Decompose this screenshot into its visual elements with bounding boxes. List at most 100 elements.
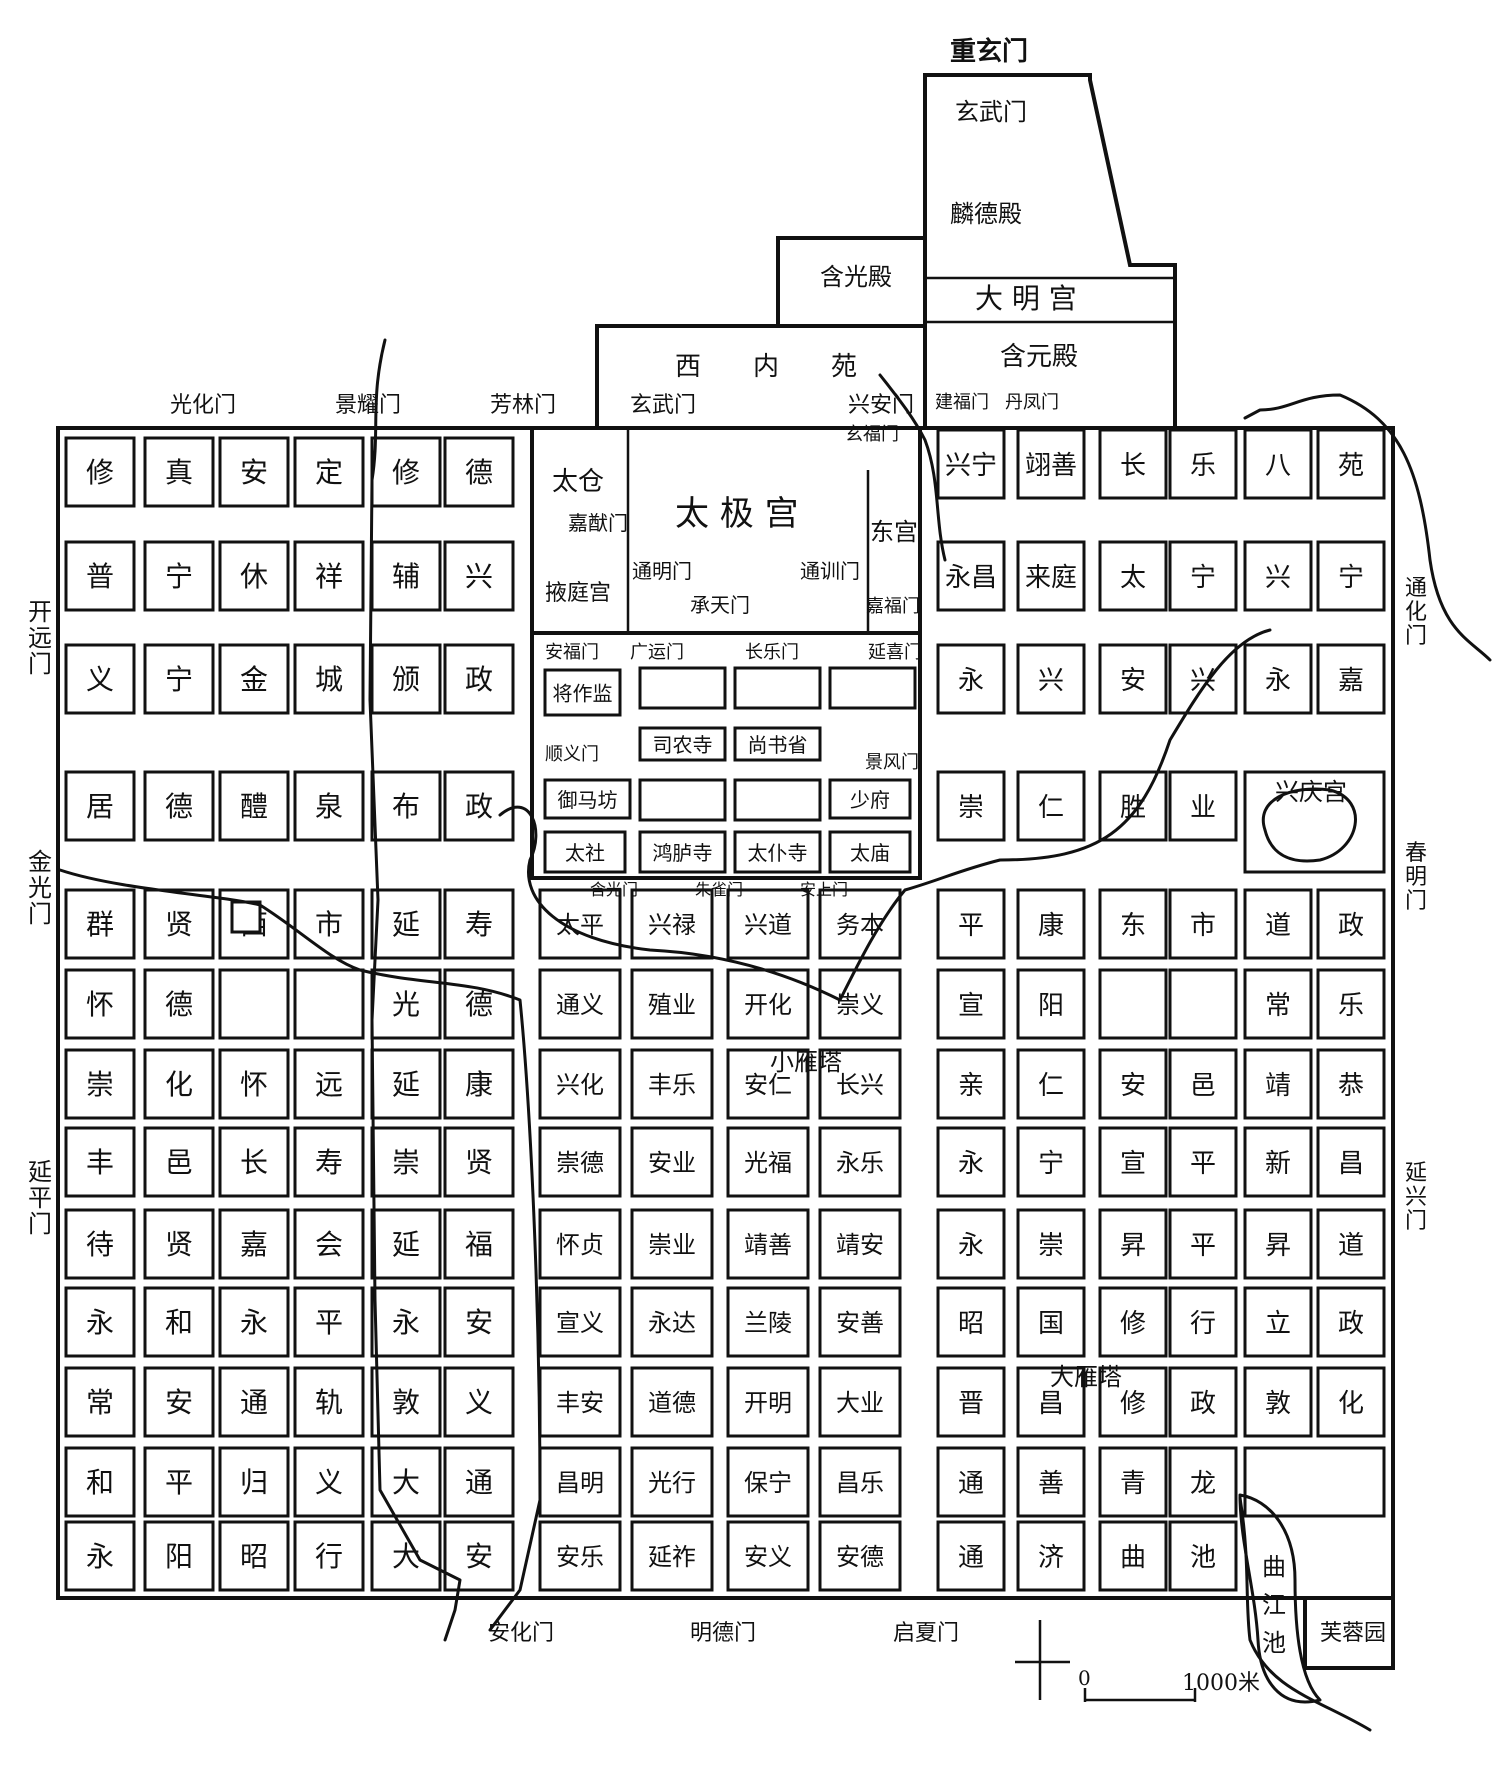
ward-rect	[1098, 888, 1168, 960]
ward-rect	[936, 1366, 1006, 1438]
ward-rect	[370, 1286, 442, 1358]
east-ward-block: 乐	[1168, 428, 1238, 500]
ward-label: 济	[1038, 1543, 1064, 1573]
ward-label: 兴宁	[945, 451, 997, 481]
gate-shunyi: 顺义门	[545, 744, 599, 765]
ward-block: 嘉	[218, 1208, 290, 1280]
gate-jingfeng: 景风门	[865, 752, 919, 773]
imperial-office: 太社	[543, 830, 627, 874]
ward-rect	[1016, 888, 1086, 960]
ward-rect	[64, 888, 136, 960]
ward-label: 永	[86, 1306, 114, 1339]
ward-block: 远	[293, 1048, 365, 1120]
ward-rect	[726, 1520, 810, 1592]
ward-rect	[1316, 1208, 1386, 1280]
east-ward-block: 太	[1098, 540, 1168, 612]
ward-block: 延	[370, 888, 442, 960]
ward-rect	[818, 1286, 902, 1358]
ward-label: 安	[240, 456, 268, 489]
ward-label: 大业	[836, 1389, 884, 1417]
east-ward-block: 青	[1098, 1446, 1168, 1518]
office-rect	[828, 778, 912, 820]
ward-block: 德	[143, 968, 215, 1040]
east-ward-block: 宁	[1016, 1126, 1086, 1198]
center-ward-block: 崇义	[818, 968, 902, 1040]
center-ward-block: 务本	[818, 888, 902, 960]
east-ward-block: 龙	[1168, 1446, 1238, 1518]
ward-rect	[818, 1208, 902, 1280]
center-ward-block: 兴化	[538, 1048, 622, 1120]
ward-block: 金	[218, 643, 290, 715]
center-ward-block: 崇德	[538, 1126, 622, 1198]
ward-rect	[1098, 1520, 1168, 1592]
ward-rect	[630, 1048, 714, 1120]
office-rect	[638, 778, 727, 822]
ward-rect	[1098, 643, 1168, 715]
gate-tonghua: 通化门	[1405, 576, 1427, 649]
ward-rect	[1098, 1446, 1168, 1518]
gate-changle: 长乐门	[745, 642, 799, 663]
ward-label: 翊善	[1025, 451, 1077, 481]
ward-rect	[630, 1366, 714, 1438]
center-ward-block: 昌乐	[818, 1446, 902, 1518]
gate-jiafu: 嘉福门	[866, 596, 920, 617]
ward-block: 长	[218, 1126, 290, 1198]
east-ward-block: 亲	[936, 1048, 1006, 1120]
ward-label: 道	[1265, 911, 1291, 941]
ward-label: 阳	[165, 1540, 193, 1573]
office-label: 尚书省	[748, 733, 808, 757]
ward-label: 安仁	[744, 1071, 792, 1099]
ward-rect	[936, 1520, 1006, 1592]
ward-rect	[443, 770, 515, 842]
ward-rect	[1168, 643, 1238, 715]
ward-rect	[293, 1286, 365, 1358]
ward-rect	[293, 1366, 365, 1438]
center-ward-block: 丰安	[538, 1366, 622, 1438]
ward-label: 贤	[465, 1146, 493, 1179]
ward-label: 轨	[315, 1386, 343, 1419]
ward-block: 安	[443, 1286, 515, 1358]
ward-rect	[1016, 643, 1086, 715]
ward-label: 兴道	[744, 911, 792, 939]
gate-hanguang: 含光门	[590, 880, 638, 899]
ward-rect	[64, 1520, 136, 1592]
ward-rect	[818, 1126, 902, 1198]
ward-rect	[818, 1048, 902, 1120]
gate-yanxi: 延喜门	[868, 642, 922, 663]
ward-rect	[1168, 1366, 1238, 1438]
ward-label: 布	[392, 790, 420, 823]
ward-label: 大	[392, 1540, 420, 1573]
ward-label: 贤	[165, 1228, 193, 1261]
ward-block: 平	[293, 1286, 365, 1358]
office-rect	[543, 830, 627, 874]
ward-rect	[1016, 968, 1086, 1040]
gate-jianfu: 建福门	[935, 392, 989, 413]
ward-block: 归	[218, 1446, 290, 1518]
ward-label: 安业	[648, 1149, 696, 1177]
ward-rect	[1316, 540, 1386, 612]
ward-label: 通	[465, 1466, 493, 1499]
gate-anshang: 安上门	[800, 880, 848, 899]
east-ward-block: 昇	[1098, 1208, 1168, 1280]
ward-block: 常	[64, 1366, 136, 1438]
ward-rect	[143, 1520, 215, 1592]
center-ward-block: 丰乐	[630, 1048, 714, 1120]
gate-xingan: 兴安门	[848, 393, 914, 418]
ward-rect	[370, 770, 442, 842]
ward-rect	[64, 540, 136, 612]
ward-rect	[1016, 1286, 1086, 1358]
ward-label: 平	[1190, 1149, 1216, 1179]
ward-block: 修	[370, 436, 442, 508]
ward-block: 福	[443, 1208, 515, 1280]
east-ward-block: 常	[1243, 968, 1313, 1040]
imperial-office: 少府	[828, 778, 912, 820]
ward-label: 修	[86, 456, 114, 489]
ward-label: 修	[1120, 1389, 1146, 1419]
ward-block: 寿	[293, 1126, 365, 1198]
ward-label: 永	[958, 1231, 984, 1261]
ward-rect	[538, 968, 622, 1040]
ward-rect	[218, 436, 290, 508]
east-ward-block: 业	[1168, 770, 1238, 842]
scale-label: 1000米	[1182, 1671, 1260, 1696]
ward-block: 寿	[443, 888, 515, 960]
